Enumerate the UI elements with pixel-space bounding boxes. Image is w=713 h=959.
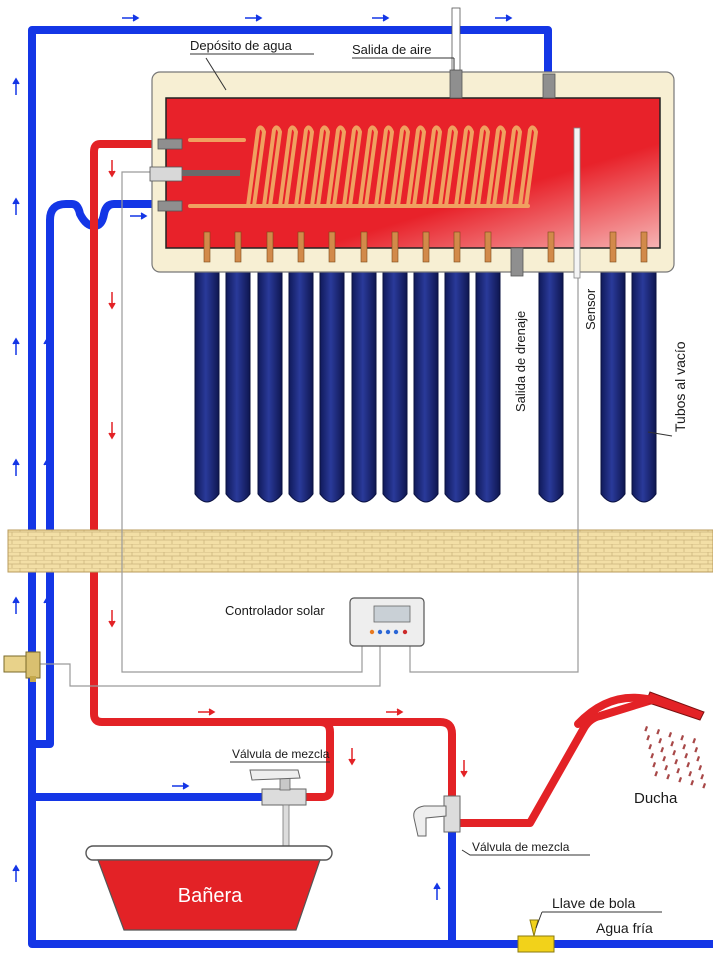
vacuum-tube (475, 261, 501, 503)
vacuum-tube (382, 261, 408, 503)
vacuum-tube (444, 261, 470, 503)
label-tank: Depósito de agua (190, 38, 293, 53)
ball-valve (517, 919, 555, 953)
vacuum-tube (351, 261, 377, 503)
vacuum-tube (257, 261, 283, 503)
flow-arrows-cold (12, 14, 513, 900)
label-air-outlet: Salida de aire (352, 42, 432, 57)
vacuum-tube (538, 261, 564, 503)
flow-arrows-hot (108, 160, 468, 778)
label-controller: Controlador solar (225, 603, 325, 618)
heat-exchanger-coil (188, 125, 539, 208)
shower-spray (644, 726, 707, 789)
hot-water-pipes (90, 140, 656, 827)
vacuum-tube (319, 261, 345, 503)
water-tank (149, 7, 675, 279)
bath-mixing-valve (249, 769, 307, 852)
label-drain-outlet: Salida de drenaje (513, 311, 528, 412)
label-mixing-valve-shower: Válvula de mezcla (472, 840, 570, 854)
vacuum-tube (600, 261, 626, 503)
vacuum-tubes (194, 261, 657, 503)
vacuum-tube (194, 261, 220, 503)
label-bathtub: Bañera (178, 885, 243, 907)
vacuum-tube (288, 261, 314, 503)
leader-lines (190, 53, 673, 929)
control-wiring (40, 171, 579, 687)
vacuum-tube (225, 261, 251, 503)
pressure-relief-valve (3, 651, 41, 682)
solar-controller (349, 597, 425, 647)
vacuum-tube (413, 261, 439, 503)
label-ball-valve: Llave de bola (552, 895, 636, 911)
vacuum-tube (631, 261, 657, 503)
shower-mixing-valve (413, 795, 461, 837)
cold-water-pipes (28, 26, 713, 948)
label-sensor: Sensor (583, 288, 598, 330)
label-mixing-valve-bath: Válvula de mezcla (232, 747, 330, 761)
shower-head (574, 691, 705, 728)
label-vacuum-tubes: Tubos al vacío (672, 341, 688, 432)
wall (7, 529, 713, 573)
bathtub (85, 845, 333, 931)
label-shower: Ducha (634, 790, 678, 807)
label-cold-water: Agua fría (596, 920, 653, 936)
